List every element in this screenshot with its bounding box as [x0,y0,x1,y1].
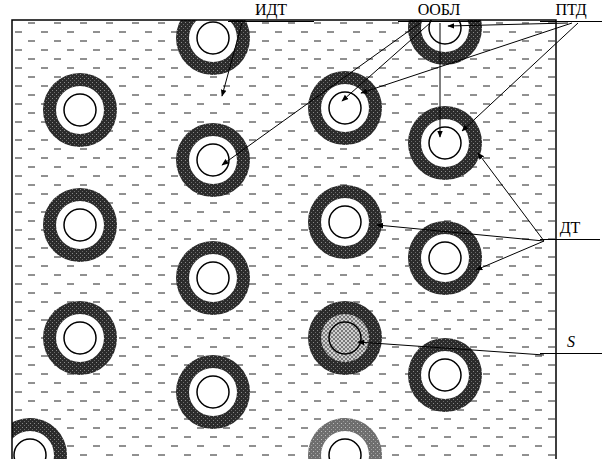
leader-lines [222,23,578,355]
fiber-particle [176,241,250,315]
fiber-particle [176,355,250,429]
part-label: ИДТ [228,1,314,22]
fiber-particle [408,338,482,412]
matrix-ground [12,20,556,459]
part-label: ПТД [540,1,602,22]
fiber-particle [43,188,117,262]
fiber-particle [308,301,382,375]
fiber-particle [176,20,250,75]
sample-border [12,20,556,459]
fiber-particle [43,73,117,147]
fiber-particle [408,106,482,180]
fiber-particle [308,71,382,145]
fiber-particle [408,20,482,65]
fiber-particle [12,418,67,459]
part-label: S [540,333,602,354]
part-label: ООБЛ [398,1,480,22]
fiber-particle [176,123,250,197]
fiber-particle [43,301,117,375]
fiber-particle [408,221,482,295]
fiber-particle [308,185,382,259]
fiber-particle [308,418,382,459]
part-label: ДТ [540,219,600,240]
